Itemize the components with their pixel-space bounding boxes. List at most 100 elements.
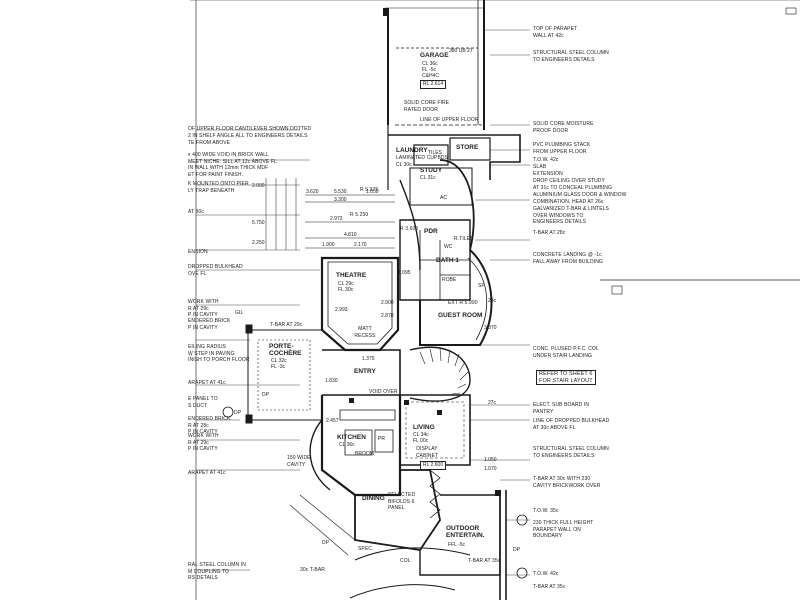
note-steel-col-2: STRUCTURAL STEEL COLUMN TO ENGINEERS DET… xyxy=(533,446,609,459)
section-marker-2 xyxy=(516,567,528,579)
garage-rl: RL 2.614 xyxy=(420,80,447,89)
column-2 xyxy=(404,400,409,405)
lnote-at-30: AT 30c xyxy=(188,209,204,215)
lnote-cantilever: OF UPPER FLOOR CANTILEVER SHOWN DOTTED 2… xyxy=(188,126,312,139)
note-concrete-landing: CONCRETE LANDING @ -1c FALL AWAY FROM BU… xyxy=(533,252,603,265)
lnote-parapet-41-a: ARAPET AT 41c xyxy=(188,380,226,386)
dim-e: 2.973 xyxy=(330,216,343,222)
boundary-wall xyxy=(499,490,507,600)
dim-c: 3.300 xyxy=(334,197,347,203)
column-4 xyxy=(349,398,354,403)
dim-p: 1.070 xyxy=(484,466,497,472)
solid-core-note: SOLID CORE FIRE RATED DOOR xyxy=(404,100,450,113)
garage-extra: C&H4C xyxy=(422,73,439,79)
note-parapet-top: TOP OF PARAPET WALL AT 42c xyxy=(533,26,578,39)
column-5 xyxy=(495,490,501,496)
outdoor-curve xyxy=(354,547,471,561)
dim-w: 27c xyxy=(488,400,497,406)
dining-label: DINING xyxy=(362,495,385,502)
display-cabinet-label: DISPLAY CABINET xyxy=(415,446,439,459)
garage-label: GARAGE xyxy=(420,52,449,59)
broom-label: BROOM xyxy=(355,451,374,457)
lnote-brickwork-2: WORK WITH R AT 29c P IN CAVITY xyxy=(188,433,219,452)
ext-radius-label: EXT R 5.990 xyxy=(448,300,478,306)
laundry-walls xyxy=(387,125,449,190)
section-marker-1 xyxy=(516,514,528,526)
dim-l: 1.375 xyxy=(362,356,375,362)
dim-q: 2.000 xyxy=(252,183,265,189)
porte-fl: FL -3c xyxy=(271,364,285,370)
section-marker-3 xyxy=(222,406,234,418)
ac-label: AC xyxy=(440,195,447,201)
entry-label: ENTRY xyxy=(354,368,376,375)
dp-label-1: DP xyxy=(262,392,270,398)
bottom-right-marker xyxy=(785,7,797,15)
theatre-label: THEATRE xyxy=(336,272,367,279)
left-leader-lines xyxy=(196,129,320,571)
note-tow-42-b: T.O.W. 42c xyxy=(533,571,559,577)
upper-floor-line-label: LINE OF UPPER FLOOR xyxy=(420,117,479,123)
dim-h: 2.170 xyxy=(354,242,367,248)
stair-curve xyxy=(409,346,471,402)
bifold-door-zigzag xyxy=(429,469,441,519)
guest-room-inner xyxy=(467,257,488,341)
bath-partitions xyxy=(419,230,470,300)
lower-curve xyxy=(349,584,456,599)
dim-v: 28c xyxy=(488,298,497,304)
right-marker-box xyxy=(611,285,623,295)
kitchen-bench xyxy=(339,409,396,456)
living-fl: FL 00c xyxy=(413,438,429,444)
gil-label: GIL xyxy=(235,310,244,316)
note-galv-tbar: GALVANIZED T-BAR & LINTELS OVER WINDOWS … xyxy=(533,206,609,225)
note-alu-door: ALUMINIUM GLASS DOOR & WINDOW COMBINATIO… xyxy=(533,192,627,205)
note-dropped-bulkhead: LINE OF DROPPED BULKHEAD AT 30c ABOVE FL xyxy=(533,418,610,431)
entry-walls xyxy=(322,349,401,396)
garage-fl: FL -5c xyxy=(422,67,436,73)
rtiles-label: R.TILES xyxy=(454,236,474,242)
lnote-from-above: TE FROM ABOVE xyxy=(188,140,231,146)
dim-verticals-upper xyxy=(265,178,297,250)
lnote-dropped-bulkhead: DROPPED BULKHEAD OVE FL xyxy=(188,264,243,277)
dp-label-4: DP xyxy=(513,547,521,553)
note-tbar-30-cavity: T-BAR AT 30c WITH 230 CAVITY BRICKWORK O… xyxy=(533,476,601,489)
study-curve-wall xyxy=(439,159,475,251)
pr-label: PR xyxy=(378,436,385,442)
radius-5250: R 5.250 xyxy=(350,212,369,218)
note-drop-ceiling: DROP CEILING OVER STUDY AT 31c TO CONCEA… xyxy=(533,178,613,191)
theatre-cl: CL 29c xyxy=(338,281,354,287)
kitchen-curve-left xyxy=(309,419,331,491)
dim-m: 1.830 xyxy=(325,378,338,384)
dim-t: 5.750 xyxy=(252,220,265,226)
note-parapet-boundary: 230 THICK FULL HEIGHT PARAPET WALL ON BO… xyxy=(533,520,594,539)
pdr-label: PDR xyxy=(424,228,438,235)
right-leader-lines xyxy=(470,29,530,576)
dim-k: 2.870 xyxy=(381,313,394,319)
bath-label: BATH 1 xyxy=(436,257,459,264)
lnote-steel-col: RAL STEEL COLUMN IN M COUPLING TO RS DET… xyxy=(188,562,246,581)
theatre-inner xyxy=(327,261,393,345)
matt-recess-label: MATT RECESS xyxy=(354,326,376,339)
dim-d: 1.050 xyxy=(366,189,379,195)
dim-b: 5.530 xyxy=(334,189,347,195)
lnote-pier: K MOUNTED ONTO PIER LY TRAP BENEATH xyxy=(188,181,249,194)
porte-cochere-column xyxy=(245,324,253,334)
note-tbar-28: T-BAR AT 28c xyxy=(533,230,566,236)
porte-cochere-dashed xyxy=(257,339,311,411)
dim-beam: 380 UB 27 xyxy=(449,48,473,54)
dim-n: 2.457 xyxy=(326,418,339,424)
note-solid-core-moisture: SOLID CORE MOISTURE PROOF DOOR xyxy=(533,121,594,134)
dim-g: 1.900 xyxy=(322,242,335,248)
laundry-cl: CL 30c xyxy=(396,162,412,168)
side-path-lines xyxy=(289,494,356,556)
porte-cochere-outline xyxy=(247,329,322,421)
note-slab-ext: SLAB EXTENSION xyxy=(533,164,563,177)
wc-label: WC xyxy=(444,244,453,250)
laundry-label: LAUNDRY xyxy=(396,147,428,154)
refer-sheet-box: REFER TO SHEET 6 FOR STAIR LAYOUT xyxy=(536,370,596,385)
living-label: LIVING xyxy=(413,424,435,431)
lnote-rendered-2: ENDERED BRICK R AT 28c P IN CAVITY xyxy=(188,416,231,435)
lnote-panel-duct: E PANEL TO S DUCT xyxy=(188,396,218,409)
island-sink xyxy=(374,429,394,453)
note-tow-42: T.O.W. 42c xyxy=(533,157,559,163)
dim-a: 3.620 xyxy=(306,189,319,195)
